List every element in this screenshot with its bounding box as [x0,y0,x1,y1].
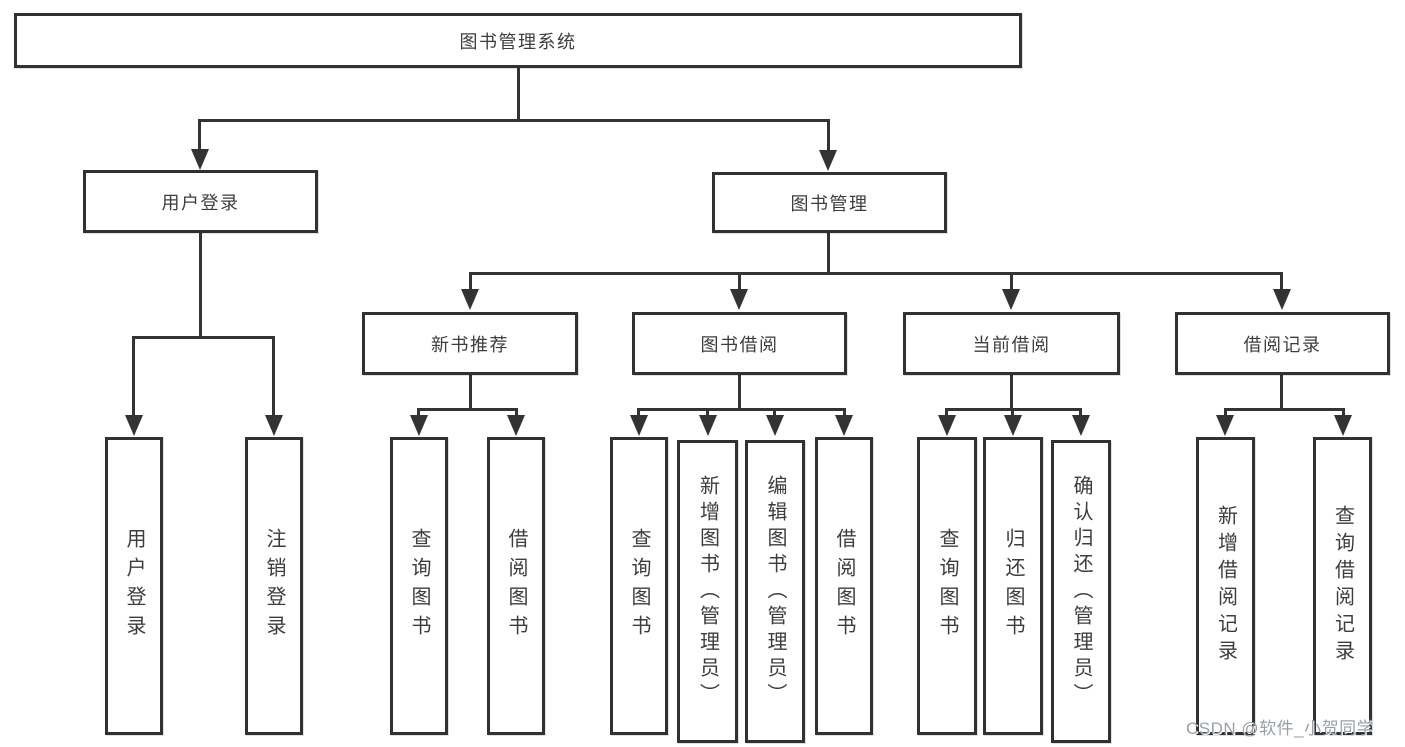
leaf-return-book: 归还图书 [983,437,1043,735]
leaf-add-book-admin: 新增图书（管理员） [677,440,738,743]
connector-line [1010,272,1013,290]
leaf-return-book-label: 归还图书 [1002,528,1024,644]
leaf-edit-book-admin-label: 编辑图书（管理员） [764,474,786,709]
connector-line [469,375,472,411]
connector-line [706,408,709,418]
arrow-down-icon [835,415,853,436]
connector-line [738,375,741,411]
leaf-add-borrow-record-label: 新增借阅记录 [1214,505,1237,667]
connector-line [132,336,135,416]
node-new-book-recommend-label: 新书推荐 [431,334,509,355]
connector-line [827,233,830,273]
node-new-book-recommend: 新书推荐 [362,312,578,375]
node-book-management-label: 图书管理 [790,193,869,214]
leaf-logout: 注销登录 [245,437,303,735]
leaf-confirm-return-admin: 确认归还（管理员） [1051,440,1111,743]
arrow-down-icon [699,415,717,436]
arrow-down-icon [819,150,837,171]
arrow-down-icon [125,415,143,436]
connector-line [773,408,776,418]
connector-line [469,272,472,290]
leaf-user-login-label: 用户登录 [123,528,145,644]
arrow-down-icon [461,289,479,310]
connector-line [1280,375,1283,411]
arrow-down-icon [265,415,283,436]
node-current-borrow: 当前借阅 [903,312,1120,375]
leaf-borrow-book-label: 借阅图书 [833,528,855,644]
connector-line [272,336,275,416]
connector-line [1342,408,1345,418]
arrow-down-icon [507,415,525,436]
leaf-add-book-admin-label: 新增图书（管理员） [696,474,719,709]
node-book-borrow-label: 图书借阅 [700,334,779,355]
leaf-borrow-book-recommend-label: 借阅图书 [505,528,527,644]
leaf-logout-label: 注销登录 [263,528,285,644]
arrow-down-icon [1002,289,1020,310]
arrow-down-icon [1004,415,1022,436]
node-borrow-records: 借阅记录 [1175,312,1390,375]
node-library-system: 图书管理系统 [14,13,1022,68]
leaf-edit-book-admin: 编辑图书（管理员） [745,440,805,743]
node-borrow-records-label: 借阅记录 [1243,334,1322,355]
connector-line [1224,408,1345,411]
leaf-confirm-return-admin-label: 确认归还（管理员） [1070,474,1092,709]
leaf-query-book-recommend-label: 查询图书 [408,528,430,644]
connector-line [132,336,275,339]
connector-line [1010,375,1013,411]
connector-line [1011,408,1014,418]
connector-line [198,119,830,122]
arrow-down-icon [1334,415,1352,436]
leaf-query-book-borrow-label: 查询图书 [628,528,650,644]
arrow-down-icon [630,415,648,436]
leaf-user-login: 用户登录 [105,437,163,735]
leaf-borrow-book-recommend: 借阅图书 [487,437,545,735]
leaf-query-book-current: 查询图书 [917,437,977,735]
leaf-query-borrow-record-label: 查询借阅记录 [1331,505,1354,667]
connector-line [945,408,948,418]
leaf-query-book-borrow: 查询图书 [610,437,668,735]
arrow-down-icon [730,289,748,310]
connector-line [198,119,201,150]
node-library-system-label: 图书管理系统 [459,31,577,52]
leaf-query-book-current-label: 查询图书 [936,528,958,644]
connector-line [515,408,518,418]
connector-line [417,408,518,411]
arrow-down-icon [191,149,209,170]
connector-line [1224,408,1227,418]
arrow-down-icon [938,415,956,436]
connector-line [199,233,202,337]
leaf-query-book-recommend: 查询图书 [390,437,448,735]
connector-line [417,408,420,418]
connector-line [637,408,640,418]
connector-line [1280,272,1283,290]
node-book-borrow: 图书借阅 [632,312,847,375]
node-current-borrow-label: 当前借阅 [972,334,1051,355]
arrow-down-icon [1216,415,1234,436]
leaf-add-borrow-record: 新增借阅记录 [1196,437,1255,735]
arrow-down-icon [766,415,784,436]
leaf-borrow-book: 借阅图书 [815,437,873,735]
connector-line [1079,408,1082,418]
node-user-login: 用户登录 [83,170,318,233]
node-user-login-label: 用户登录 [161,192,240,213]
connector-line [827,119,830,150]
arrow-down-icon [410,415,428,436]
leaf-query-borrow-record: 查询借阅记录 [1313,437,1372,735]
arrow-down-icon [1072,415,1090,436]
connector-line [738,272,741,290]
connector-line [637,408,846,411]
connector-line [843,408,846,418]
arrow-down-icon [1273,289,1291,310]
connector-line [469,272,1283,275]
connector-line [517,68,520,119]
node-book-management: 图书管理 [712,172,947,233]
watermark-text: CSDN @软件_小贺同学 [1186,719,1375,738]
